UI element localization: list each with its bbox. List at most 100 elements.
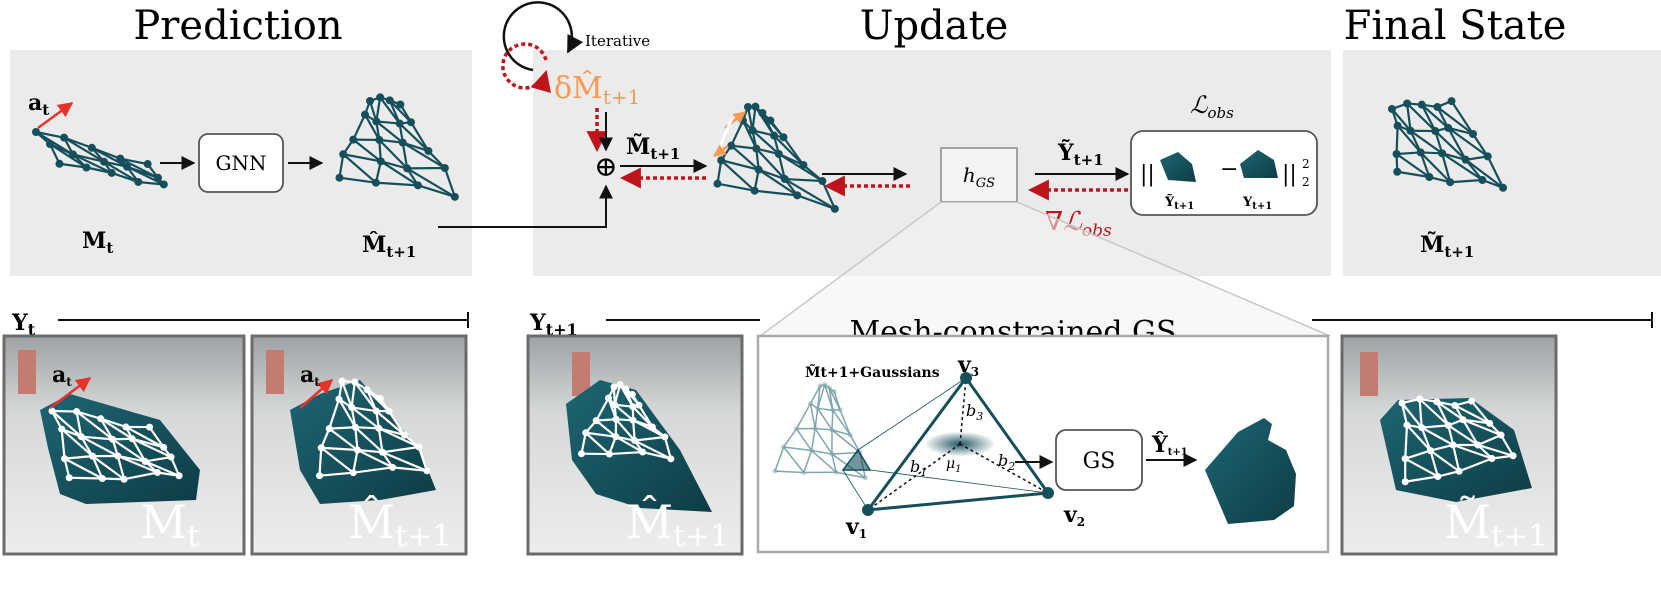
photo-mesh — [315, 377, 431, 480]
mesh-edge — [318, 447, 323, 476]
mesh-vertex — [837, 407, 843, 413]
mesh-edge — [803, 450, 813, 473]
mesh-vertex — [1393, 167, 1402, 176]
mesh-vertex — [812, 426, 818, 432]
mesh-vertex — [160, 443, 168, 451]
mesh-edge — [35, 130, 65, 139]
mesh-edge — [809, 403, 816, 429]
mesh-vertex — [1433, 102, 1442, 111]
mesh-edge — [784, 178, 836, 210]
mesh-edge — [375, 181, 418, 187]
mesh-vertex — [99, 157, 108, 166]
bary-line-3 — [959, 377, 967, 445]
label-v2: v2 — [1063, 502, 1085, 529]
gs-label: GS — [1083, 449, 1116, 474]
mesh-edge — [51, 409, 77, 413]
mesh-edge — [642, 450, 672, 460]
mesh-vertex — [1483, 152, 1492, 161]
mesh-edge — [1395, 125, 1399, 155]
mesh-vertex — [400, 431, 408, 439]
iterative-loop-red — [501, 42, 551, 94]
mesh-vertex — [833, 469, 839, 475]
mesh-vertex — [48, 407, 56, 415]
mesh-vertex — [338, 377, 346, 385]
mesh-vertex — [45, 140, 54, 149]
mesh-edge — [1421, 103, 1449, 129]
mesh-edge — [138, 180, 164, 186]
mesh-edge — [784, 177, 823, 183]
mesh-vertex — [371, 178, 380, 187]
mesh-edge — [1404, 425, 1409, 459]
mesh-edge — [59, 162, 87, 169]
mesh-edge — [364, 114, 381, 141]
mesh-vertex — [360, 110, 369, 119]
mesh-vertex — [123, 162, 132, 171]
mesh-edge — [392, 466, 427, 472]
mesh-vertex — [604, 394, 612, 402]
mesh-vertex — [339, 150, 348, 159]
mesh-edge — [1500, 434, 1515, 457]
mesh-edge — [609, 450, 643, 456]
zoom-line-a — [842, 469, 869, 511]
mesh-vertex — [128, 435, 136, 443]
mesh-vertex — [348, 403, 356, 411]
mesh-edge — [1404, 457, 1439, 478]
mesh-edge — [1401, 402, 1423, 429]
mesh-edge — [831, 429, 851, 436]
mesh-edge — [378, 427, 420, 449]
mesh-vertex — [1401, 455, 1409, 463]
mesh-edge — [343, 153, 382, 163]
mesh-edge — [321, 446, 358, 452]
mesh-edge — [831, 410, 834, 430]
mesh-edge — [350, 381, 356, 408]
mesh-edge — [1441, 152, 1467, 161]
mesh-vertex — [122, 423, 130, 431]
mesh-vertex — [1468, 130, 1477, 139]
norm-close: || — [1282, 162, 1297, 187]
mesh-edge — [1458, 457, 1493, 473]
mesh-edge — [615, 418, 636, 442]
label-y-small: Yt+1 — [1242, 195, 1272, 212]
mesh-vertex — [1449, 441, 1457, 449]
label-m-hat: M̂t+1 — [362, 232, 416, 261]
mesh-vertex — [1474, 441, 1482, 449]
label-mu1: μ1 — [946, 456, 961, 475]
mesh-edge — [814, 408, 819, 429]
mesh-vertex — [780, 175, 789, 184]
mesh-edge — [1437, 470, 1460, 478]
mesh-edge — [443, 167, 456, 198]
gaussian-mesh — [772, 382, 868, 481]
mesh-edge — [810, 428, 816, 451]
mesh-edge — [595, 397, 610, 422]
mesh-edge — [1419, 151, 1451, 184]
mesh-vertex — [830, 407, 836, 413]
mesh-edge — [417, 184, 456, 198]
mesh-edge — [1391, 108, 1412, 132]
mesh-edge — [125, 425, 165, 449]
mesh-vertex — [1488, 455, 1496, 463]
mesh-vertex — [793, 426, 799, 432]
label-m-tilde: M̃t+1 — [626, 134, 680, 163]
mesh-edge — [774, 470, 804, 474]
mesh-edge — [338, 398, 357, 428]
mesh-edge — [817, 408, 833, 431]
zoom-line-right — [1016, 201, 1331, 337]
mesh-vertex — [60, 133, 69, 142]
mesh-vertex — [751, 102, 760, 111]
mesh-edge — [406, 167, 456, 198]
mesh-vertex — [611, 401, 619, 409]
mesh-vertex — [639, 448, 647, 456]
mesh-edge — [91, 455, 125, 481]
mesh-vertex — [1403, 99, 1412, 108]
mesh-edge — [1406, 103, 1412, 131]
mesh-edge — [103, 160, 139, 183]
mesh-vertex — [407, 118, 416, 127]
mesh-vertex — [120, 475, 128, 483]
mesh-edge — [1447, 424, 1479, 446]
mesh-vertex — [1417, 100, 1426, 109]
mesh-edge — [380, 160, 419, 187]
mesh-edge — [351, 406, 380, 430]
mesh-edge — [354, 426, 384, 454]
mesh-vertex — [87, 143, 96, 152]
mesh-vertex — [631, 437, 639, 445]
